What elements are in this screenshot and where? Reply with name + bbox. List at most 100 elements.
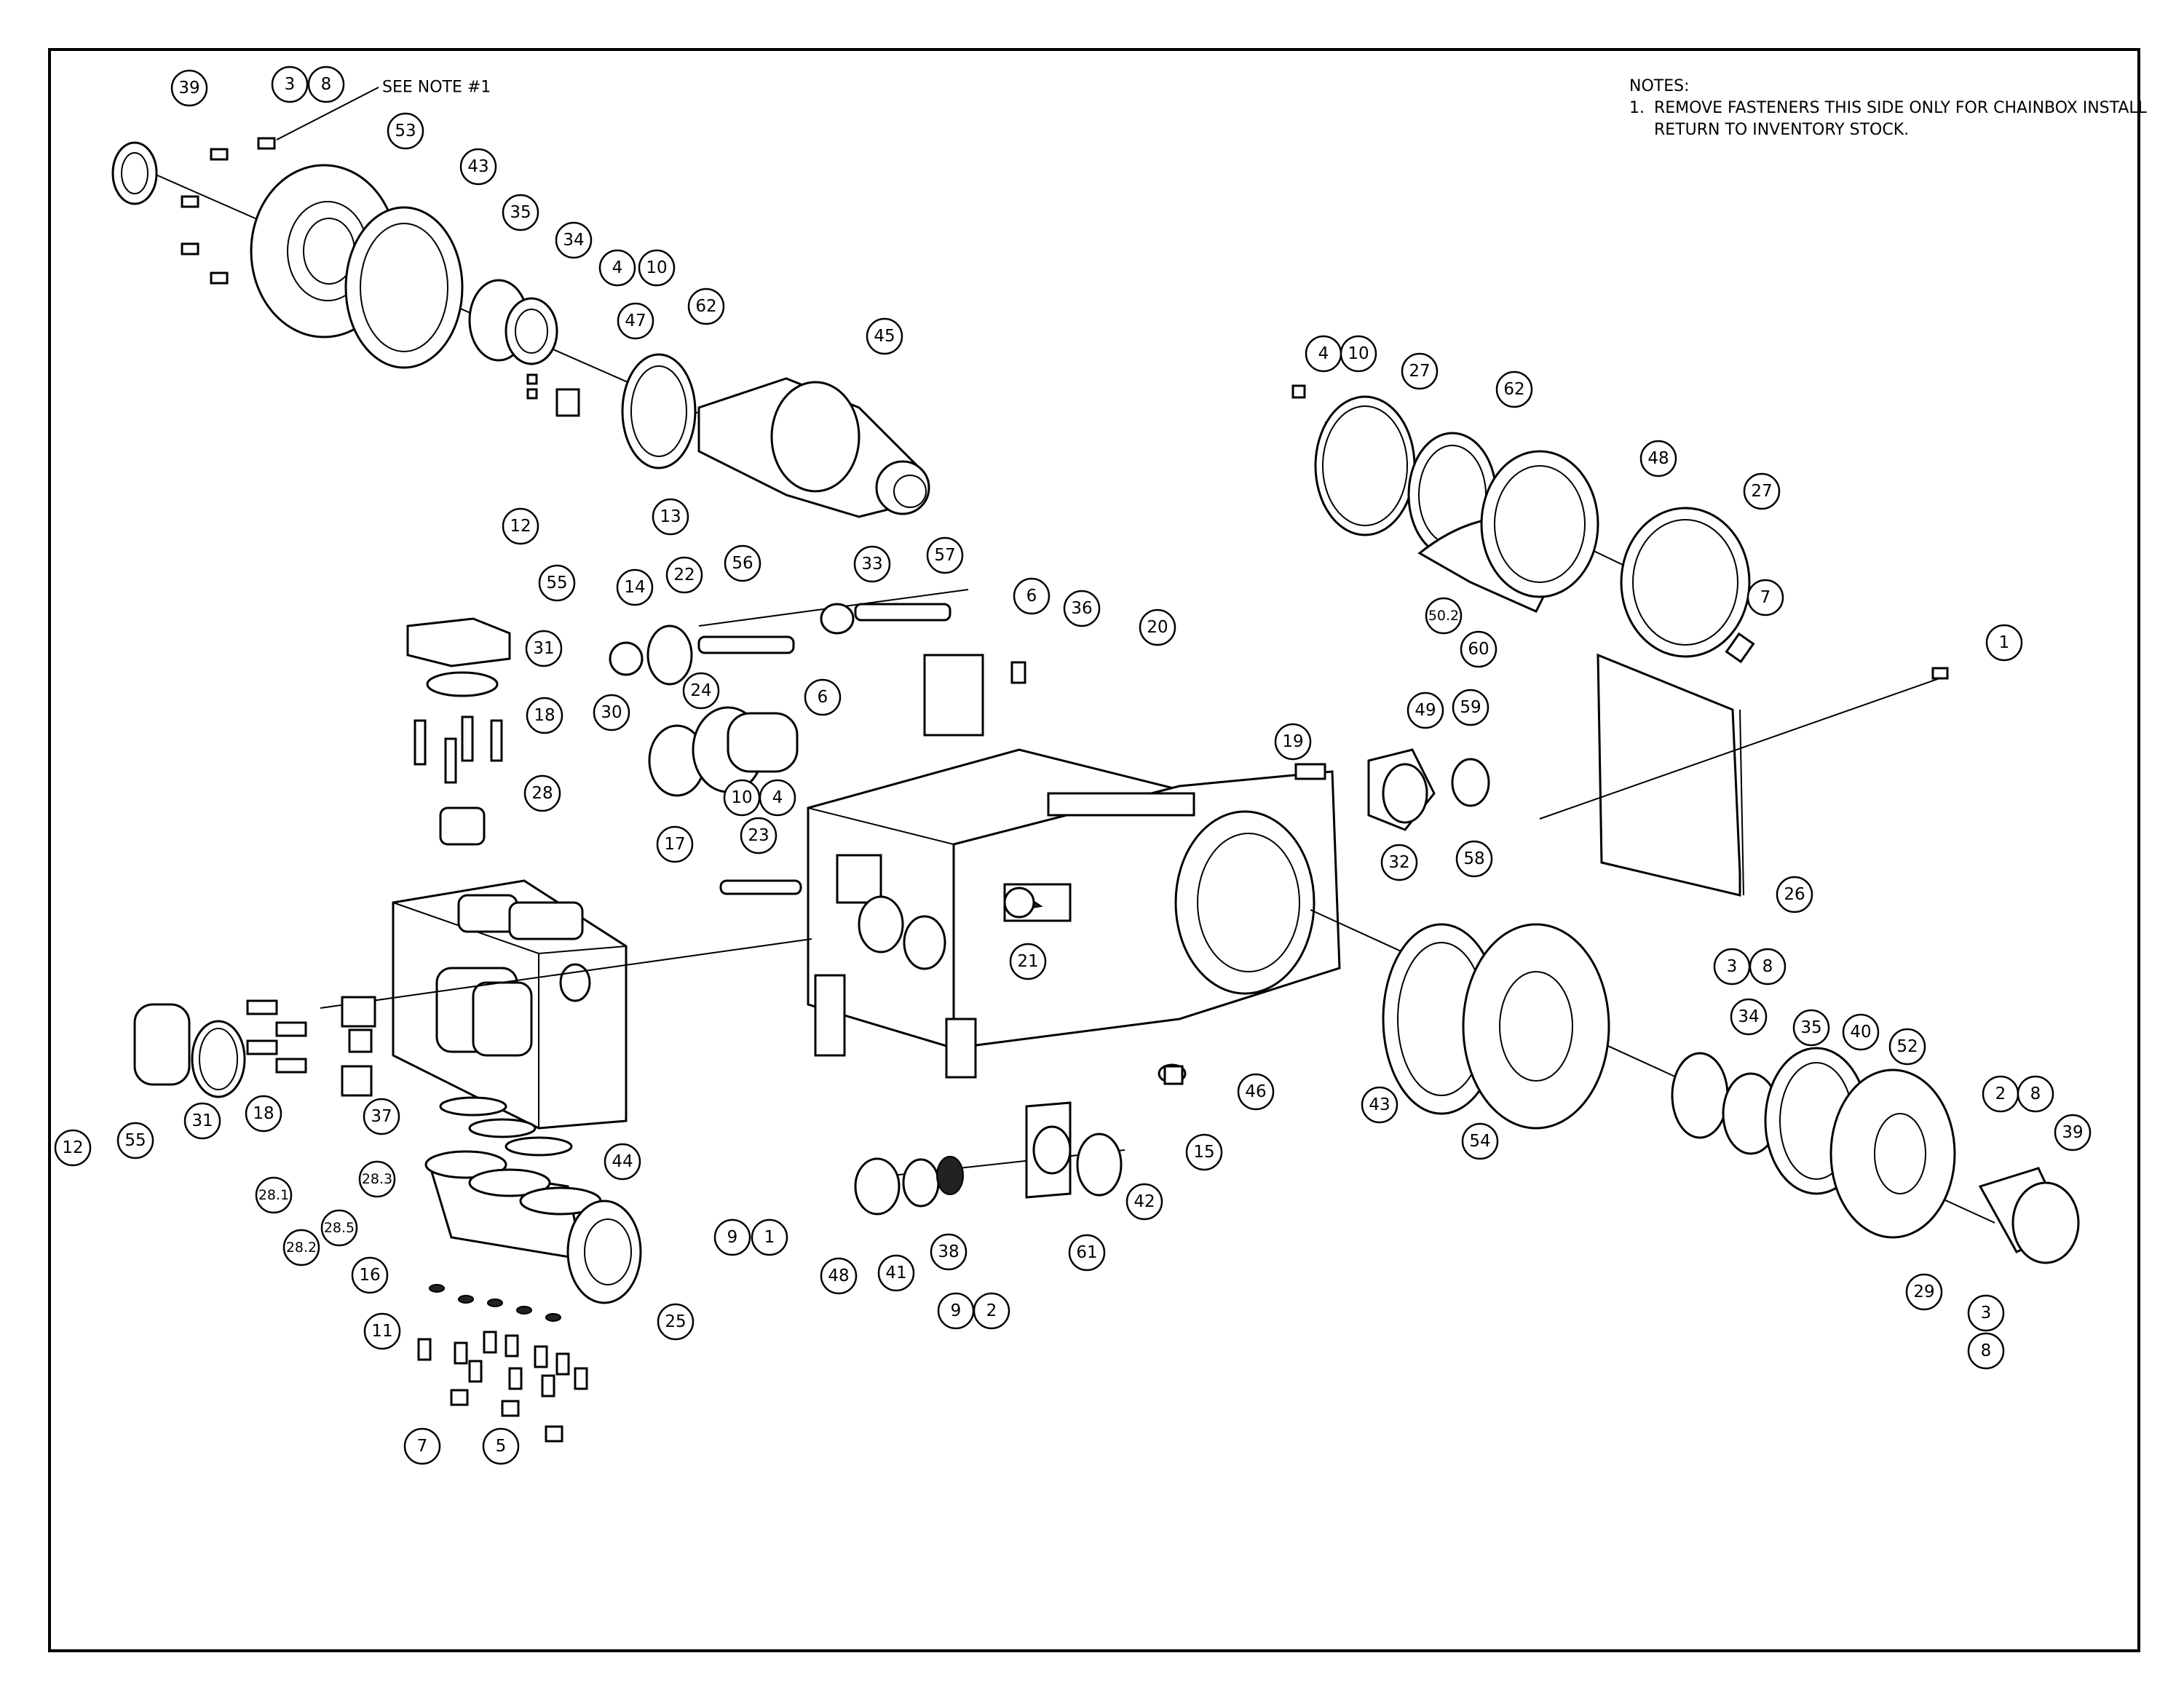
part-balloon: 47 [617, 302, 654, 340]
part-balloon: 5 [482, 1427, 520, 1465]
balloon-label: 49 [1415, 701, 1436, 720]
balloon-circle [740, 817, 778, 855]
part-balloon: 35 [502, 194, 539, 231]
part-balloon: 39 [170, 69, 208, 107]
part-balloon: 6 [804, 678, 842, 716]
part-balloon: 34 [1730, 998, 1768, 1036]
balloon-label: 52 [1896, 1037, 1918, 1056]
balloon-circle [245, 1095, 282, 1133]
balloon-label: 43 [1369, 1095, 1390, 1114]
balloon-circle [1460, 630, 1497, 668]
crankshaft-group [111, 137, 930, 518]
balloon-label: 28.2 [286, 1240, 317, 1256]
balloon-circle [1452, 689, 1489, 726]
plunger-group [609, 589, 1035, 919]
part-balloon: 7 [1746, 579, 1784, 616]
balloon-label: 4 [1318, 344, 1329, 363]
part-balloon: 10 [638, 249, 676, 287]
balloon-label: 28.5 [324, 1220, 355, 1236]
balloon-label: 5 [496, 1437, 507, 1456]
part-balloon: 54 [1461, 1122, 1499, 1160]
balloon-label: 27 [1409, 362, 1430, 381]
lower-center-group [854, 1063, 1187, 1216]
balloon-circle [1274, 723, 1312, 761]
balloon-label: 7 [417, 1437, 428, 1456]
balloon-circle [804, 678, 842, 716]
balloon-circle [1461, 1122, 1499, 1160]
balloon-label: 48 [1647, 449, 1669, 468]
part-balloon: 4 [1305, 335, 1342, 373]
side-cover-plate [1539, 653, 1949, 897]
balloon-circle [525, 630, 563, 667]
balloon-label: 27 [1751, 482, 1772, 501]
balloon-label: 59 [1460, 698, 1481, 717]
balloon-label: 9 [727, 1228, 738, 1247]
part-balloon: 55 [116, 1122, 154, 1159]
balloon-circle [307, 66, 345, 103]
part-balloon: 60 [1460, 630, 1497, 668]
balloon-label: 44 [612, 1152, 633, 1171]
balloon-circle [1455, 840, 1493, 878]
balloon-label: 15 [1193, 1143, 1214, 1162]
balloon-label: 28.1 [258, 1187, 289, 1203]
part-balloon: 31 [183, 1102, 221, 1140]
balloon-circle [853, 545, 891, 583]
part-balloon: 17 [656, 825, 694, 863]
balloon-label: 3 [285, 75, 296, 94]
part-balloon: 58 [1455, 840, 1493, 878]
part-balloon: 36 [1063, 590, 1101, 627]
balloon-label: 23 [748, 826, 769, 845]
balloon-circle [1730, 998, 1768, 1036]
balloon-circle [866, 317, 903, 355]
balloon-label: 19 [1282, 732, 1303, 751]
balloon-circle [1967, 1294, 2005, 1332]
balloon-circle [930, 1233, 968, 1271]
part-balloon: 31 [525, 630, 563, 667]
balloon-label: 55 [546, 574, 567, 592]
balloon-label: 25 [665, 1312, 686, 1331]
balloon-circle [1495, 370, 1533, 408]
balloon-label: 2 [986, 1301, 997, 1320]
balloon-label: 39 [2062, 1123, 2083, 1142]
part-balloon: 3 [1713, 948, 1751, 986]
balloon-circle [1237, 1073, 1275, 1111]
part-balloon: 8 [2017, 1075, 2054, 1113]
balloon-circle [657, 1303, 695, 1341]
part-balloon: 18 [245, 1095, 282, 1133]
part-balloon: 13 [652, 498, 689, 536]
balloon-label: 45 [874, 327, 895, 346]
balloon-circle [1792, 1009, 1830, 1047]
balloon-circle [555, 221, 593, 259]
balloon-circle [2017, 1075, 2054, 1113]
balloon-circle [363, 1312, 401, 1350]
part-balloon: 28.2 [282, 1229, 320, 1266]
balloon-label: 13 [660, 507, 681, 526]
part-balloon: 10 [723, 779, 761, 817]
balloon-circle [1401, 352, 1439, 390]
balloon-label: 12 [62, 1138, 83, 1157]
part-balloon: 61 [1068, 1234, 1106, 1272]
balloon-circle [1967, 1332, 2005, 1370]
balloon-circle [1639, 440, 1677, 477]
balloon-label: 62 [695, 297, 716, 316]
balloon-label: 14 [624, 578, 645, 597]
balloon-label: 46 [1245, 1082, 1266, 1101]
suction-manifold [424, 1096, 642, 1304]
balloon-label: 8 [1981, 1341, 1992, 1360]
balloon-label: 9 [951, 1301, 962, 1320]
part-balloon: 50.2 [1425, 597, 1463, 635]
part-balloon: 3 [1967, 1294, 2005, 1332]
balloon-label: 62 [1503, 380, 1524, 399]
part-balloon: 24 [682, 672, 720, 710]
part-balloon: 28.1 [255, 1176, 293, 1214]
balloon-circle [820, 1257, 858, 1295]
part-balloon: 43 [459, 148, 497, 186]
crankcase-housing [807, 654, 1341, 1079]
balloon-label: 8 [321, 75, 332, 94]
balloon-label: 36 [1071, 599, 1092, 618]
balloon-label: 22 [673, 566, 695, 584]
balloon-circle [1749, 948, 1787, 986]
part-balloon: 40 [1842, 1013, 1880, 1051]
